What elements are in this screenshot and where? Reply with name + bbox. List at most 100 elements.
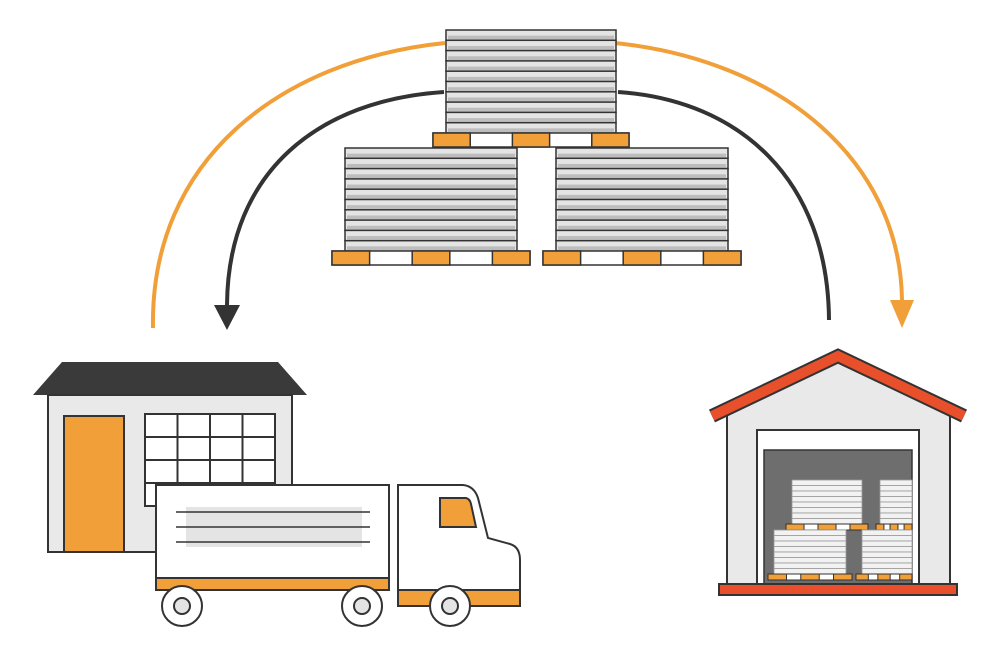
curved-arrow-outbound-icon bbox=[150, 41, 914, 329]
curved-arrow-return-icon bbox=[214, 90, 831, 330]
sheet-shade bbox=[347, 205, 515, 210]
sheet bbox=[773, 546, 847, 553]
sheet-shade bbox=[448, 97, 614, 103]
pallet-block bbox=[702, 250, 742, 266]
sheet bbox=[861, 535, 913, 542]
sheet-shade bbox=[558, 215, 726, 221]
truck-cab bbox=[397, 484, 521, 607]
pallet-block bbox=[511, 132, 551, 148]
sheet bbox=[879, 501, 913, 508]
truck-cargo-base bbox=[155, 577, 390, 591]
pallet-block bbox=[899, 573, 913, 581]
sheet-shade bbox=[448, 35, 614, 41]
warehouse-roof-fill bbox=[709, 350, 967, 421]
pallet-block bbox=[833, 573, 853, 581]
warehouse-pallets bbox=[767, 479, 913, 581]
sheet-shade bbox=[448, 87, 614, 92]
orange-arc bbox=[150, 41, 446, 329]
sheet bbox=[879, 518, 913, 525]
sheet bbox=[791, 507, 863, 514]
sheet-shade bbox=[448, 76, 614, 82]
sheet-shade bbox=[347, 246, 515, 251]
sheet bbox=[773, 529, 847, 536]
truck-cab-window bbox=[439, 497, 478, 528]
sheet-shade bbox=[558, 246, 726, 251]
sheet bbox=[879, 479, 913, 486]
pallet-block bbox=[875, 523, 885, 531]
warehouse-floor bbox=[718, 583, 958, 596]
sheet bbox=[791, 496, 863, 503]
dark-arc-right bbox=[617, 90, 831, 321]
sheet bbox=[791, 518, 863, 525]
sheet bbox=[791, 512, 863, 519]
truck-wheel bbox=[429, 585, 471, 627]
sheet bbox=[773, 557, 847, 564]
sheet bbox=[861, 568, 913, 575]
sheet bbox=[861, 557, 913, 564]
warehouse-icon bbox=[708, 348, 968, 596]
sheet bbox=[791, 501, 863, 508]
sheet-shade bbox=[347, 194, 515, 200]
pallet-block bbox=[591, 132, 630, 148]
pallet-block bbox=[432, 132, 471, 148]
pallet-block bbox=[331, 250, 371, 266]
pallet-block bbox=[542, 250, 582, 266]
sheet-shade bbox=[558, 225, 726, 231]
sheet bbox=[773, 551, 847, 558]
sheet-shade bbox=[347, 174, 515, 179]
delivery-truck-icon bbox=[155, 484, 521, 627]
orange-arc-right bbox=[614, 41, 904, 301]
sheet-shade bbox=[347, 215, 515, 221]
truck-wheel bbox=[161, 585, 203, 627]
sheet-shade bbox=[558, 205, 726, 210]
pallet-block bbox=[849, 523, 869, 531]
pallet-block bbox=[491, 250, 531, 266]
sheet-shade bbox=[558, 184, 726, 190]
sheet bbox=[791, 485, 863, 492]
pallet-block bbox=[622, 250, 662, 266]
sheet bbox=[879, 490, 913, 497]
sheet-shade bbox=[558, 174, 726, 179]
sheet bbox=[861, 546, 913, 553]
pallet-stack-icon bbox=[331, 29, 742, 266]
sheet bbox=[861, 529, 913, 536]
sheet-shade bbox=[448, 107, 614, 113]
sheet-shade bbox=[347, 163, 515, 169]
sheet bbox=[773, 535, 847, 542]
sheet bbox=[861, 562, 913, 569]
sheet-shade bbox=[347, 184, 515, 190]
pallet-bottom-right bbox=[542, 147, 742, 266]
sheet bbox=[773, 540, 847, 547]
orange-arrowhead bbox=[890, 300, 914, 328]
sheet bbox=[879, 512, 913, 519]
sheet-shade bbox=[448, 56, 614, 61]
sheet bbox=[791, 479, 863, 486]
sheet bbox=[791, 490, 863, 497]
pallet-block bbox=[877, 573, 891, 581]
sheet-shade bbox=[558, 153, 726, 159]
pallet-top bbox=[432, 29, 630, 148]
sheet-shade bbox=[347, 153, 515, 159]
sheet bbox=[773, 562, 847, 569]
pallet-block bbox=[800, 573, 820, 581]
pallet-block bbox=[817, 523, 837, 531]
sheet-shade bbox=[448, 118, 614, 123]
sheet bbox=[861, 540, 913, 547]
sheet bbox=[879, 496, 913, 503]
sheet-shade bbox=[448, 128, 614, 133]
factory-roof bbox=[33, 362, 307, 395]
sheet bbox=[879, 485, 913, 492]
dark-arc-left bbox=[225, 90, 445, 306]
pallet-block bbox=[785, 523, 805, 531]
sheet bbox=[879, 507, 913, 514]
factory-door bbox=[63, 415, 125, 553]
sheet-shade bbox=[448, 45, 614, 51]
pallet-block bbox=[903, 523, 913, 531]
dark-arrowhead bbox=[214, 305, 240, 330]
sheet-shade bbox=[347, 225, 515, 231]
pallet-bottom-left bbox=[331, 147, 531, 266]
sheet bbox=[861, 551, 913, 558]
sheet bbox=[773, 568, 847, 575]
sheet-shade bbox=[347, 236, 515, 241]
